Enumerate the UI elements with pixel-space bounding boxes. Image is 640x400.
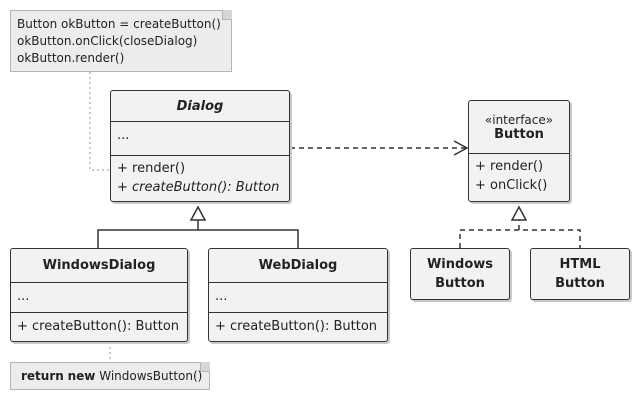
interface-button-stereotype: «interface» bbox=[484, 112, 554, 127]
top-note-connector bbox=[89, 72, 110, 171]
class-html-button-name: HTML Button bbox=[531, 249, 629, 298]
class-html-button-name-line-2: Button bbox=[555, 275, 605, 291]
class-windows-dialog-methods: + createButton(): Button bbox=[11, 312, 187, 343]
top-note-line-3: okButton.render() bbox=[17, 51, 125, 65]
interface-button-methods: + render() + onClick() bbox=[469, 153, 569, 200]
realization-triangle-button bbox=[510, 205, 528, 221]
bottom-note-keyword-return: return bbox=[21, 369, 64, 383]
class-dialog-method-createbutton: + createButton(): Button bbox=[117, 180, 280, 195]
class-web-dialog-name: WebDialog bbox=[258, 258, 338, 273]
interface-button-method-onclick: + onClick() bbox=[475, 178, 548, 193]
class-html-button-name-line-1: HTML bbox=[559, 256, 601, 272]
bottom-note-fold bbox=[200, 362, 210, 372]
class-windows-dialog: WindowsDialog ... + createButton(): Butt… bbox=[10, 248, 188, 342]
class-web-dialog-fields-text: ... bbox=[215, 289, 228, 304]
interface-button-method-render: + render() bbox=[475, 159, 544, 174]
top-note-fold bbox=[222, 10, 232, 20]
inheritance-triangle-dialog bbox=[189, 205, 207, 221]
class-windows-dialog-fields-text: ... bbox=[17, 289, 30, 304]
class-windows-button-name-line-2: Button bbox=[435, 275, 485, 291]
class-web-dialog-method-createbutton: + createButton(): Button bbox=[215, 319, 378, 334]
class-web-dialog-fields: ... bbox=[209, 282, 387, 312]
class-html-button: HTML Button bbox=[530, 248, 630, 300]
interface-button-name: Button bbox=[494, 126, 544, 142]
top-note-line-1: Button okButton = createButton() bbox=[17, 17, 221, 31]
class-windows-button-name: Windows Button bbox=[411, 249, 509, 298]
class-dialog-methods: + render() + createButton(): Button bbox=[111, 155, 289, 203]
interface-button-header: «interface» Button bbox=[469, 101, 569, 153]
top-note: Button okButton = createButton() okButto… bbox=[10, 10, 232, 72]
class-windows-dialog-name: WindowsDialog bbox=[42, 258, 156, 273]
class-dialog-fields-text: ... bbox=[117, 128, 130, 143]
realization-lines-button bbox=[459, 220, 581, 248]
class-web-dialog-methods: + createButton(): Button bbox=[209, 312, 387, 343]
interface-button: «interface» Button + render() + onClick(… bbox=[468, 100, 570, 202]
bottom-note-expression: WindowsButton() bbox=[99, 369, 203, 383]
class-windows-button-name-line-1: Windows bbox=[426, 256, 494, 272]
class-windows-dialog-method-createbutton: + createButton(): Button bbox=[17, 319, 180, 334]
bottom-note: return new WindowsButton() bbox=[10, 362, 210, 390]
dependency-arrowhead bbox=[453, 140, 469, 156]
bottom-note-line: return new WindowsButton() bbox=[21, 368, 199, 385]
inheritance-lines-dialog bbox=[97, 220, 299, 248]
class-web-dialog: WebDialog ... + createButton(): Button bbox=[208, 248, 388, 342]
class-windows-button: Windows Button bbox=[410, 248, 510, 300]
class-dialog-method-render: + render() bbox=[117, 161, 186, 176]
class-dialog-name: Dialog bbox=[176, 98, 224, 114]
bottom-note-keyword-new: new bbox=[67, 369, 96, 383]
class-windows-dialog-fields: ... bbox=[11, 282, 187, 312]
top-note-line-2: okButton.onClick(closeDialog) bbox=[17, 34, 198, 48]
class-dialog: Dialog ... + render() + createButton(): … bbox=[110, 90, 290, 202]
class-dialog-fields: ... bbox=[111, 121, 289, 155]
